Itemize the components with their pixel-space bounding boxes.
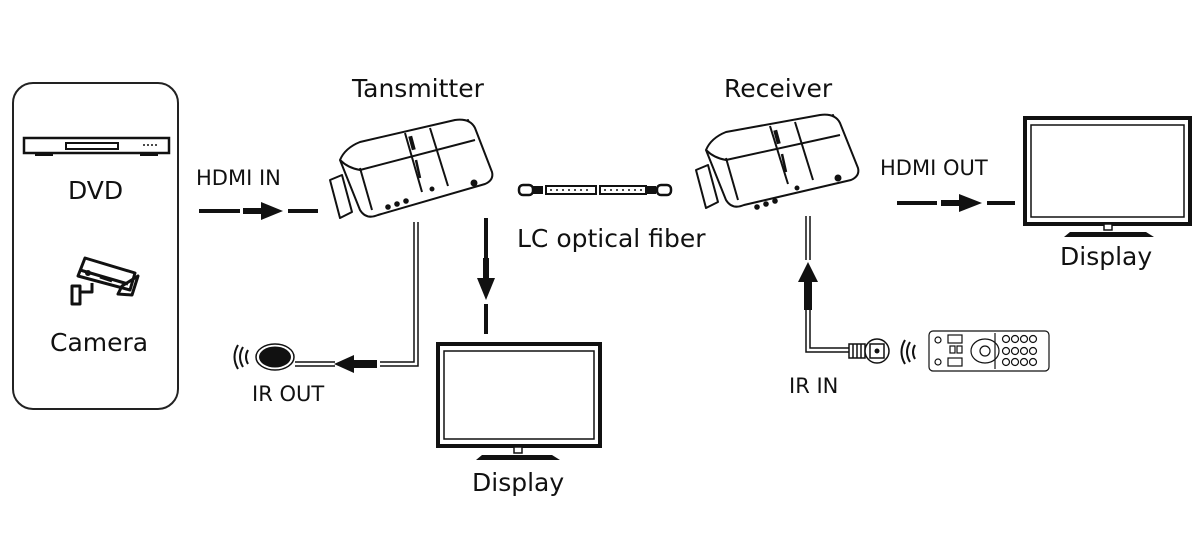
dvd-label: DVD: [68, 176, 124, 205]
local-display-arrow: [477, 218, 495, 334]
ir-in-label: IR IN: [789, 374, 839, 398]
ir-emitter-icon: [255, 343, 295, 371]
ir-receiver-icon: [848, 338, 890, 364]
source-panel: [12, 82, 179, 410]
camera-label: Camera: [50, 328, 149, 357]
ir-in-arrow: [798, 262, 818, 310]
hdmi-in-label: HDMI IN: [196, 166, 281, 190]
optical-fiber-cable-icon: [517, 183, 673, 197]
security-camera-icon: [70, 256, 140, 306]
ir-out-arrow: [334, 355, 377, 373]
local-display-monitor-icon: [436, 342, 602, 460]
ir-in-cable: [805, 216, 850, 353]
hdmi-out-arrow: [897, 194, 1015, 212]
hdmi-in-arrow: [199, 202, 318, 220]
fiber-label: LC optical fiber: [517, 224, 706, 253]
dvd-player-icon: [22, 136, 171, 156]
transmitter-device-icon: [329, 118, 494, 219]
local-display-label: Display: [472, 468, 565, 497]
receiver-title: Receiver: [724, 74, 833, 103]
remote-display-monitor-icon: [1023, 116, 1192, 237]
wireless-signal-icon: [900, 339, 916, 365]
wireless-signal-icon: [233, 344, 249, 370]
remote-control-icon: [928, 330, 1050, 372]
receiver-device-icon: [695, 113, 860, 210]
ir-out-label: IR OUT: [252, 382, 325, 406]
ir-out-cable: [295, 222, 419, 367]
transmitter-title: Tansmitter: [352, 74, 484, 103]
hdmi-out-label: HDMI OUT: [880, 156, 988, 180]
remote-display-label: Display: [1060, 242, 1153, 271]
